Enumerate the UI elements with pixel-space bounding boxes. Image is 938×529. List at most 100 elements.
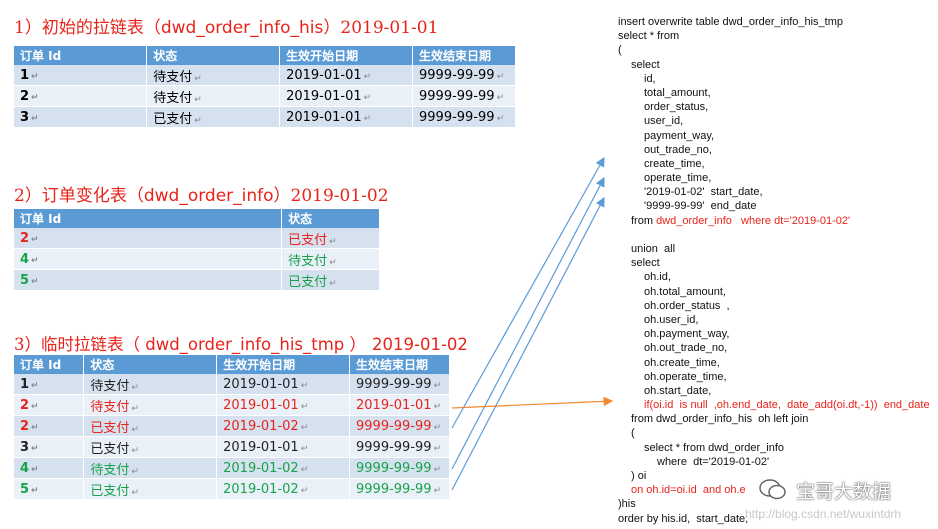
cell-status-value: 待支付 <box>153 69 193 85</box>
column-header: 订单 Id <box>14 46 148 65</box>
cell-id-value: 5 <box>20 272 30 288</box>
cell-start-value: 2019-01-02 <box>223 418 299 434</box>
cell-id-value: 4 <box>20 251 30 267</box>
sql-line: if(oi.id is null ,oh.end_date, date_add(… <box>644 399 930 412</box>
sql-line: from dwd_order_info_his oh left join <box>631 413 809 426</box>
sql-line: select <box>631 58 660 71</box>
cell-status-value: 已支付 <box>90 420 130 436</box>
section2-title-text: 订单变化表（dwd_order_info） <box>41 186 291 206</box>
cell-id-value: 3 <box>20 109 30 125</box>
cell-status: 待支付↵ <box>83 457 218 479</box>
column-header: 状态 <box>281 209 380 228</box>
return-mark: ↵ <box>433 485 442 496</box>
return-mark: ↵ <box>496 71 505 82</box>
cell-end: 9999-99-99↵ <box>349 478 450 500</box>
cell-id: 2↵ <box>14 415 85 437</box>
cell-status-value: 待支付 <box>90 462 130 478</box>
return-mark: ↵ <box>433 380 442 391</box>
table-row: 5↵已支付↵ <box>14 269 380 291</box>
cell-id: 2↵ <box>14 394 85 416</box>
cell-status: 待支付↵ <box>146 65 281 86</box>
return-mark: ↵ <box>329 257 337 268</box>
return-mark: ↵ <box>300 464 309 475</box>
section3-number: 3） <box>14 335 41 354</box>
cell-start: 2019-01-01↵ <box>216 374 350 395</box>
cell-status: 待支付↵ <box>146 85 281 107</box>
cell-end-value: 9999-99-99 <box>356 418 432 434</box>
return-mark: ↵ <box>300 485 309 496</box>
cell-id: 3↵ <box>14 106 148 128</box>
cell-end: 9999-99-99↵ <box>349 415 450 437</box>
return-mark: ↵ <box>31 255 39 266</box>
return-mark: ↵ <box>363 113 372 124</box>
sql-line: select <box>631 257 660 270</box>
sql-line: order by his.id, start_date; <box>618 512 749 525</box>
return-mark: ↵ <box>31 401 39 412</box>
return-mark: ↵ <box>433 443 442 454</box>
sql-line: oh.start_date, <box>644 384 712 397</box>
cell-start-value: 2019-01-01 <box>223 376 299 392</box>
cell-start: 2019-01-01↵ <box>216 436 350 458</box>
sql-line: on oh.id=oi.id and oh.e <box>631 484 746 497</box>
return-mark: ↵ <box>31 422 39 433</box>
return-mark: ↵ <box>31 276 39 287</box>
table-row: 1↵待支付↵2019-01-01↵9999-99-99↵ <box>14 374 450 395</box>
section2-title: 2）订单变化表（dwd_order_info）2019-01-02 <box>14 181 389 206</box>
cell-status-value: 已支付 <box>90 483 130 499</box>
cell-id-value: 2 <box>20 418 30 434</box>
return-mark: ↵ <box>496 113 505 124</box>
sql-line: payment_way, <box>644 129 715 142</box>
cell-start-value: 2019-01-02 <box>223 481 299 497</box>
return-mark: ↵ <box>433 464 442 475</box>
cell-id: 5↵ <box>14 478 85 500</box>
column-header: 状态 <box>83 355 218 374</box>
sql-line: oh.out_trade_no, <box>644 342 728 355</box>
return-mark: ↵ <box>131 445 139 456</box>
return-mark: ↵ <box>31 234 39 245</box>
sql-line: oh.create_time, <box>644 356 720 369</box>
watermark-url: http://blog.csdn.net/wuxintdrh <box>745 507 902 521</box>
section1-title: 1）初始的拉链表（dwd_order_info_his）2019-01-01 <box>14 13 438 38</box>
column-header: 订单 Id <box>14 355 85 374</box>
cell-end-value: 9999-99-99 <box>356 376 432 392</box>
return-mark: ↵ <box>31 485 39 496</box>
sql-line <box>618 228 930 242</box>
table-row: 4↵待支付↵ <box>14 248 380 270</box>
return-mark: ↵ <box>496 92 505 103</box>
cell-end-value: 9999-99-99 <box>356 439 432 455</box>
return-mark: ↵ <box>194 73 202 84</box>
sql-line: user_id, <box>644 115 684 128</box>
return-mark: ↵ <box>31 380 39 391</box>
cell-end-value: 2019-01-01 <box>356 397 432 413</box>
cell-id-value: 1 <box>20 67 30 83</box>
cell-id-value: 5 <box>20 481 30 497</box>
cell-status-value: 已支付 <box>288 232 328 248</box>
cell-id: 1↵ <box>14 65 148 86</box>
cell-end: 2019-01-01↵ <box>349 394 450 416</box>
cell-end: 9999-99-99↵ <box>412 85 516 107</box>
cell-status: 已支付↵ <box>83 415 218 437</box>
cell-start-value: 2019-01-02 <box>223 460 299 476</box>
cell-status-value: 待支付 <box>90 399 130 415</box>
section1-number: 1） <box>14 18 42 38</box>
cell-end: 9999-99-99↵ <box>349 374 450 395</box>
sql-line: create_time, <box>644 157 705 170</box>
return-mark: ↵ <box>31 113 39 124</box>
table-row: 2↵已支付↵2019-01-02↵9999-99-99↵ <box>14 415 450 437</box>
cell-end-value: 9999-99-99 <box>356 460 432 476</box>
sql-line: ( <box>618 44 622 57</box>
cell-status-value: 待支付 <box>153 90 193 106</box>
return-mark: ↵ <box>131 403 139 414</box>
cell-start: 2019-01-02↵ <box>216 415 350 437</box>
cell-id-value: 1 <box>20 376 30 392</box>
cell-status: 待支付↵ <box>83 394 218 416</box>
sql-line: order_status, <box>644 101 709 114</box>
cell-id: 3↵ <box>14 436 85 458</box>
cell-start: 2019-01-01↵ <box>279 85 413 107</box>
